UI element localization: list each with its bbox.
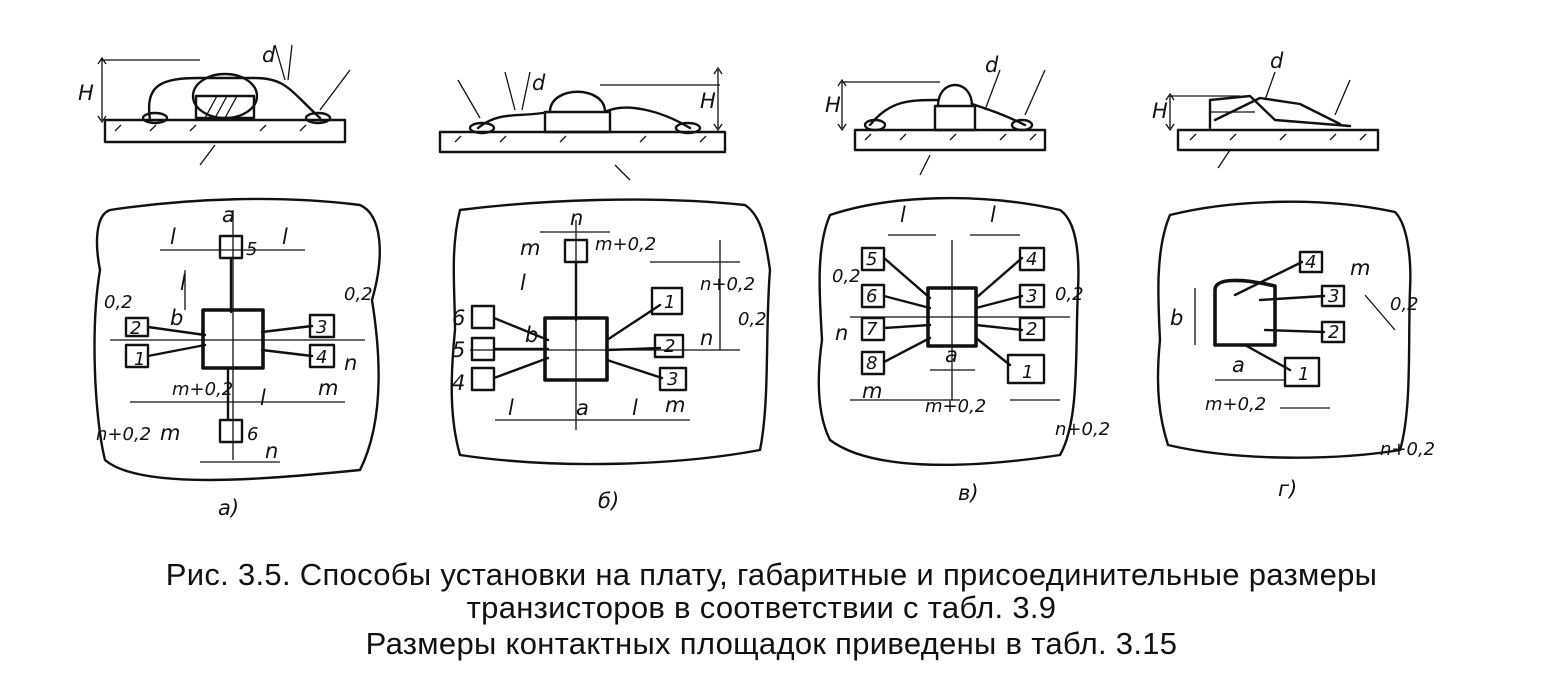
dim-b: b: [1170, 306, 1183, 330]
dim-n-0-2: n+0,2: [1055, 419, 1110, 440]
subfigure-label-a: а): [218, 496, 239, 520]
pin-3: 3: [667, 369, 678, 390]
figure-caption-line-3: Размеры контактных площадок приведены в …: [365, 626, 1178, 661]
pin-1: 1: [664, 292, 675, 313]
dim-b: b: [525, 323, 538, 347]
dim-0-2: 0,2: [738, 309, 767, 330]
subfigure-label-v: в): [958, 481, 979, 505]
dim-l: l: [170, 225, 176, 249]
dim-n-0-2: n+0,2: [1380, 439, 1435, 460]
dim-m: m: [665, 393, 685, 417]
dim-n: n: [570, 206, 583, 230]
dim-a: a: [945, 343, 958, 367]
height-label: H: [78, 81, 94, 105]
dim-m: m: [318, 376, 338, 400]
side-view-b: H d: [438, 66, 727, 181]
pin-4: 4: [1026, 249, 1037, 270]
side-view-g: H d: [1152, 49, 1380, 169]
dim-n: n: [265, 439, 278, 463]
dim-n: n: [835, 321, 848, 345]
dim-l: l: [990, 203, 996, 227]
dim-n: n: [700, 326, 713, 350]
dim-l: l: [180, 271, 186, 295]
dim-m: m: [862, 379, 882, 403]
dim-l: l: [508, 396, 514, 420]
pin-1: 1: [134, 349, 145, 370]
dim-n-0-2: n+0,2: [96, 424, 151, 445]
pin-5: 5: [866, 249, 877, 270]
diameter-label: d: [262, 43, 276, 67]
dim-0-2: 0,2: [832, 266, 861, 287]
pin-1: 1: [1022, 362, 1033, 383]
dim-0-2: 0,2: [1390, 294, 1419, 315]
dim-m: m: [160, 421, 180, 445]
figure-caption-line-2: транзисторов в соответствии с табл. 3.9: [466, 590, 1057, 625]
height-label: H: [1152, 99, 1168, 123]
dim-l: l: [520, 271, 526, 295]
plan-view-v: l l 0,2 n 0,2 a m m+0,2 n+0,2 1 2 3 4 5 …: [817, 196, 1110, 505]
dim-m-0-2: m+0,2: [925, 396, 986, 417]
dim-0-2: 0,2: [344, 284, 373, 305]
figure-caption-line-1: Рис. 3.5. Способы установки на плату, га…: [165, 557, 1378, 592]
pin-2: 2: [664, 336, 675, 357]
height-label: H: [700, 89, 716, 113]
transistor-mounting-figure: H d H d H d: [78, 43, 1435, 520]
subfigure-label-g: г): [1278, 477, 1297, 501]
pin-3: 3: [1328, 286, 1339, 307]
pin-7: 7: [866, 319, 878, 340]
pin-1: 1: [1298, 364, 1309, 385]
side-view-v: H d: [825, 53, 1047, 176]
diameter-label: d: [1270, 49, 1284, 73]
dim-a: a: [1232, 353, 1245, 377]
diameter-label: d: [985, 53, 999, 77]
dim-m: m: [1350, 256, 1370, 280]
height-label: H: [825, 93, 841, 117]
pin-2: 2: [130, 318, 141, 339]
pin-4: 4: [452, 371, 465, 395]
plan-view-a: a l l 0,2 0,2 b l m+0,2 l m m n n n+0,2 …: [93, 197, 381, 520]
dim-a: a: [222, 203, 235, 227]
pin-4: 4: [1305, 252, 1316, 273]
pin-6: 6: [452, 306, 465, 330]
pin-2: 2: [1328, 322, 1339, 343]
dim-m: m: [520, 236, 540, 260]
pin-6: 6: [866, 286, 877, 307]
dim-l: l: [632, 396, 638, 420]
dim-b: b: [170, 306, 183, 330]
dim-l: l: [900, 203, 906, 227]
pin-6: 6: [247, 424, 258, 445]
dim-m-0-2: m+0,2: [1205, 394, 1266, 415]
dim-0-2: 0,2: [104, 292, 133, 313]
plan-view-g: b m 0,2 a m+0,2 n+0,2 1 2 3 4 г): [1156, 200, 1435, 501]
pin-5: 5: [246, 239, 257, 260]
dim-n: n: [344, 351, 357, 375]
dim-l: l: [282, 225, 288, 249]
dim-n-0-2: n+0,2: [700, 274, 755, 295]
dim-0-2: 0,2: [1055, 284, 1084, 305]
pin-2: 2: [1026, 319, 1037, 340]
side-view-a: H d: [78, 43, 351, 166]
subfigure-label-b: б): [598, 489, 619, 513]
pin-5: 5: [452, 338, 465, 362]
dim-a: a: [576, 396, 589, 420]
dim-m-0-2: m+0,2: [172, 379, 233, 400]
pin-3: 3: [1026, 286, 1037, 307]
diameter-label: d: [532, 71, 546, 95]
dim-l: l: [260, 386, 266, 410]
plan-view-b: n m m+0,2 l n+0,2 0,2 n b l a l m 1 2 3 …: [450, 198, 772, 513]
dim-m-0-2: m+0,2: [595, 234, 656, 255]
pin-8: 8: [866, 353, 877, 374]
pin-4: 4: [316, 347, 327, 368]
pin-3: 3: [316, 317, 327, 338]
